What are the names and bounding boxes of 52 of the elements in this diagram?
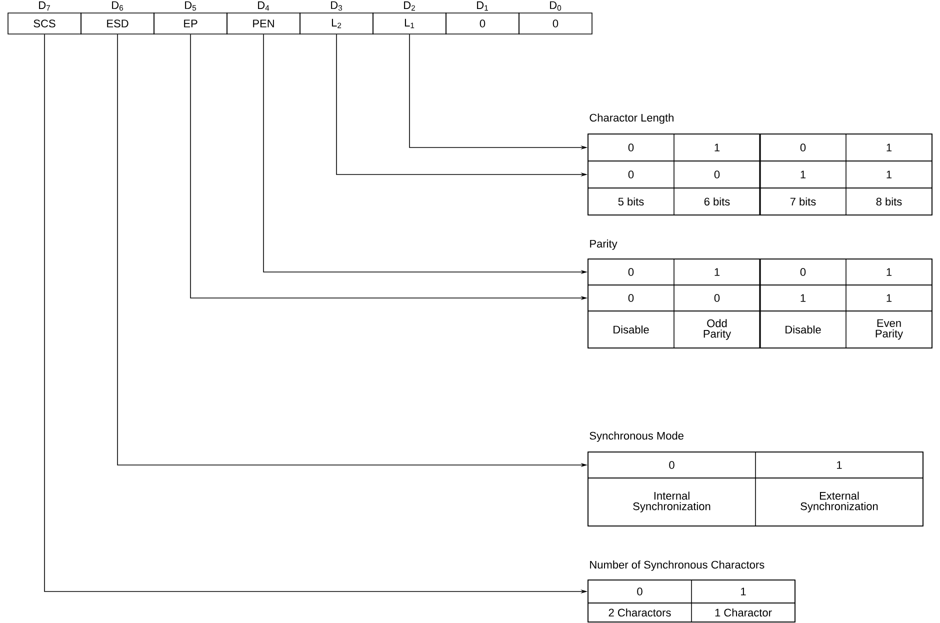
register-cell: 0 <box>518 12 592 34</box>
cell-text: 1 <box>714 144 720 152</box>
cell-text: 0 <box>714 170 720 178</box>
cell-text: 1 Charactor <box>715 608 772 617</box>
bit-label: D$_{3}$ <box>331 1 342 11</box>
register-cell: 0 <box>446 12 520 34</box>
cell-text: 7 bits <box>790 197 816 206</box>
cell-text: 1 <box>886 170 892 178</box>
cell-text: 0 <box>628 144 634 152</box>
bit-label: D$_{6}$ <box>112 1 124 11</box>
bit-label: D$_{5}$ <box>185 1 196 11</box>
register-cell: ESD <box>80 12 154 34</box>
cell-text: 0 <box>800 268 806 276</box>
cell-text: 1 <box>800 294 806 302</box>
table-heading: Number of Synchronous Charactors <box>590 560 764 571</box>
bit-label: D$_{4}$ <box>258 1 270 11</box>
cell-text: 1 <box>837 461 842 469</box>
table-heading: Parity <box>590 240 618 250</box>
cell-text: 5 bits <box>618 197 644 206</box>
cell-text: Disable <box>786 325 821 334</box>
cell-text: 0 <box>628 170 634 178</box>
bit-label: D$_{7}$ <box>39 1 50 11</box>
cell-text: 1 <box>886 268 892 276</box>
cell-text: 1 <box>741 588 746 596</box>
bit-label: D$_{1}$ <box>477 1 488 11</box>
cell-text: 1 <box>714 268 720 276</box>
cell-text: 1 <box>886 144 892 152</box>
cell-text: 1 <box>800 170 806 178</box>
register-cell: EP <box>154 12 228 34</box>
cell-text: Disable <box>614 325 649 334</box>
cell-text: 0 <box>637 588 642 596</box>
cell-text: 6 bits <box>704 197 730 206</box>
cell-text: 0 <box>669 461 674 469</box>
cell-text: 2 Charactors <box>608 608 671 617</box>
cell-text: 1 <box>886 294 892 302</box>
register-cell: L$_{2}$ <box>300 12 374 34</box>
register-cell: PEN <box>226 12 300 34</box>
table-heading: Synchronous Mode <box>590 432 684 442</box>
cell-text: External Synchronization <box>800 492 878 512</box>
table-heading: Charactor Length <box>590 114 674 124</box>
cell-text: 8 bits <box>876 197 902 206</box>
register-cell: SCS <box>8 12 82 34</box>
register-cell: L$_{1}$ <box>372 12 446 34</box>
cell-text: 0 <box>628 268 634 276</box>
cell-text: 0 <box>800 144 806 152</box>
bit-label: D$_{2}$ <box>404 1 415 11</box>
cell-text: 0 <box>628 294 634 302</box>
cell-text: Even Parity <box>876 319 904 340</box>
bit-label: D$_{0}$ <box>550 1 562 11</box>
cell-text: Internal Synchronization <box>633 492 710 512</box>
cell-text: 0 <box>714 294 720 302</box>
cell-text: Odd Parity <box>704 319 732 340</box>
